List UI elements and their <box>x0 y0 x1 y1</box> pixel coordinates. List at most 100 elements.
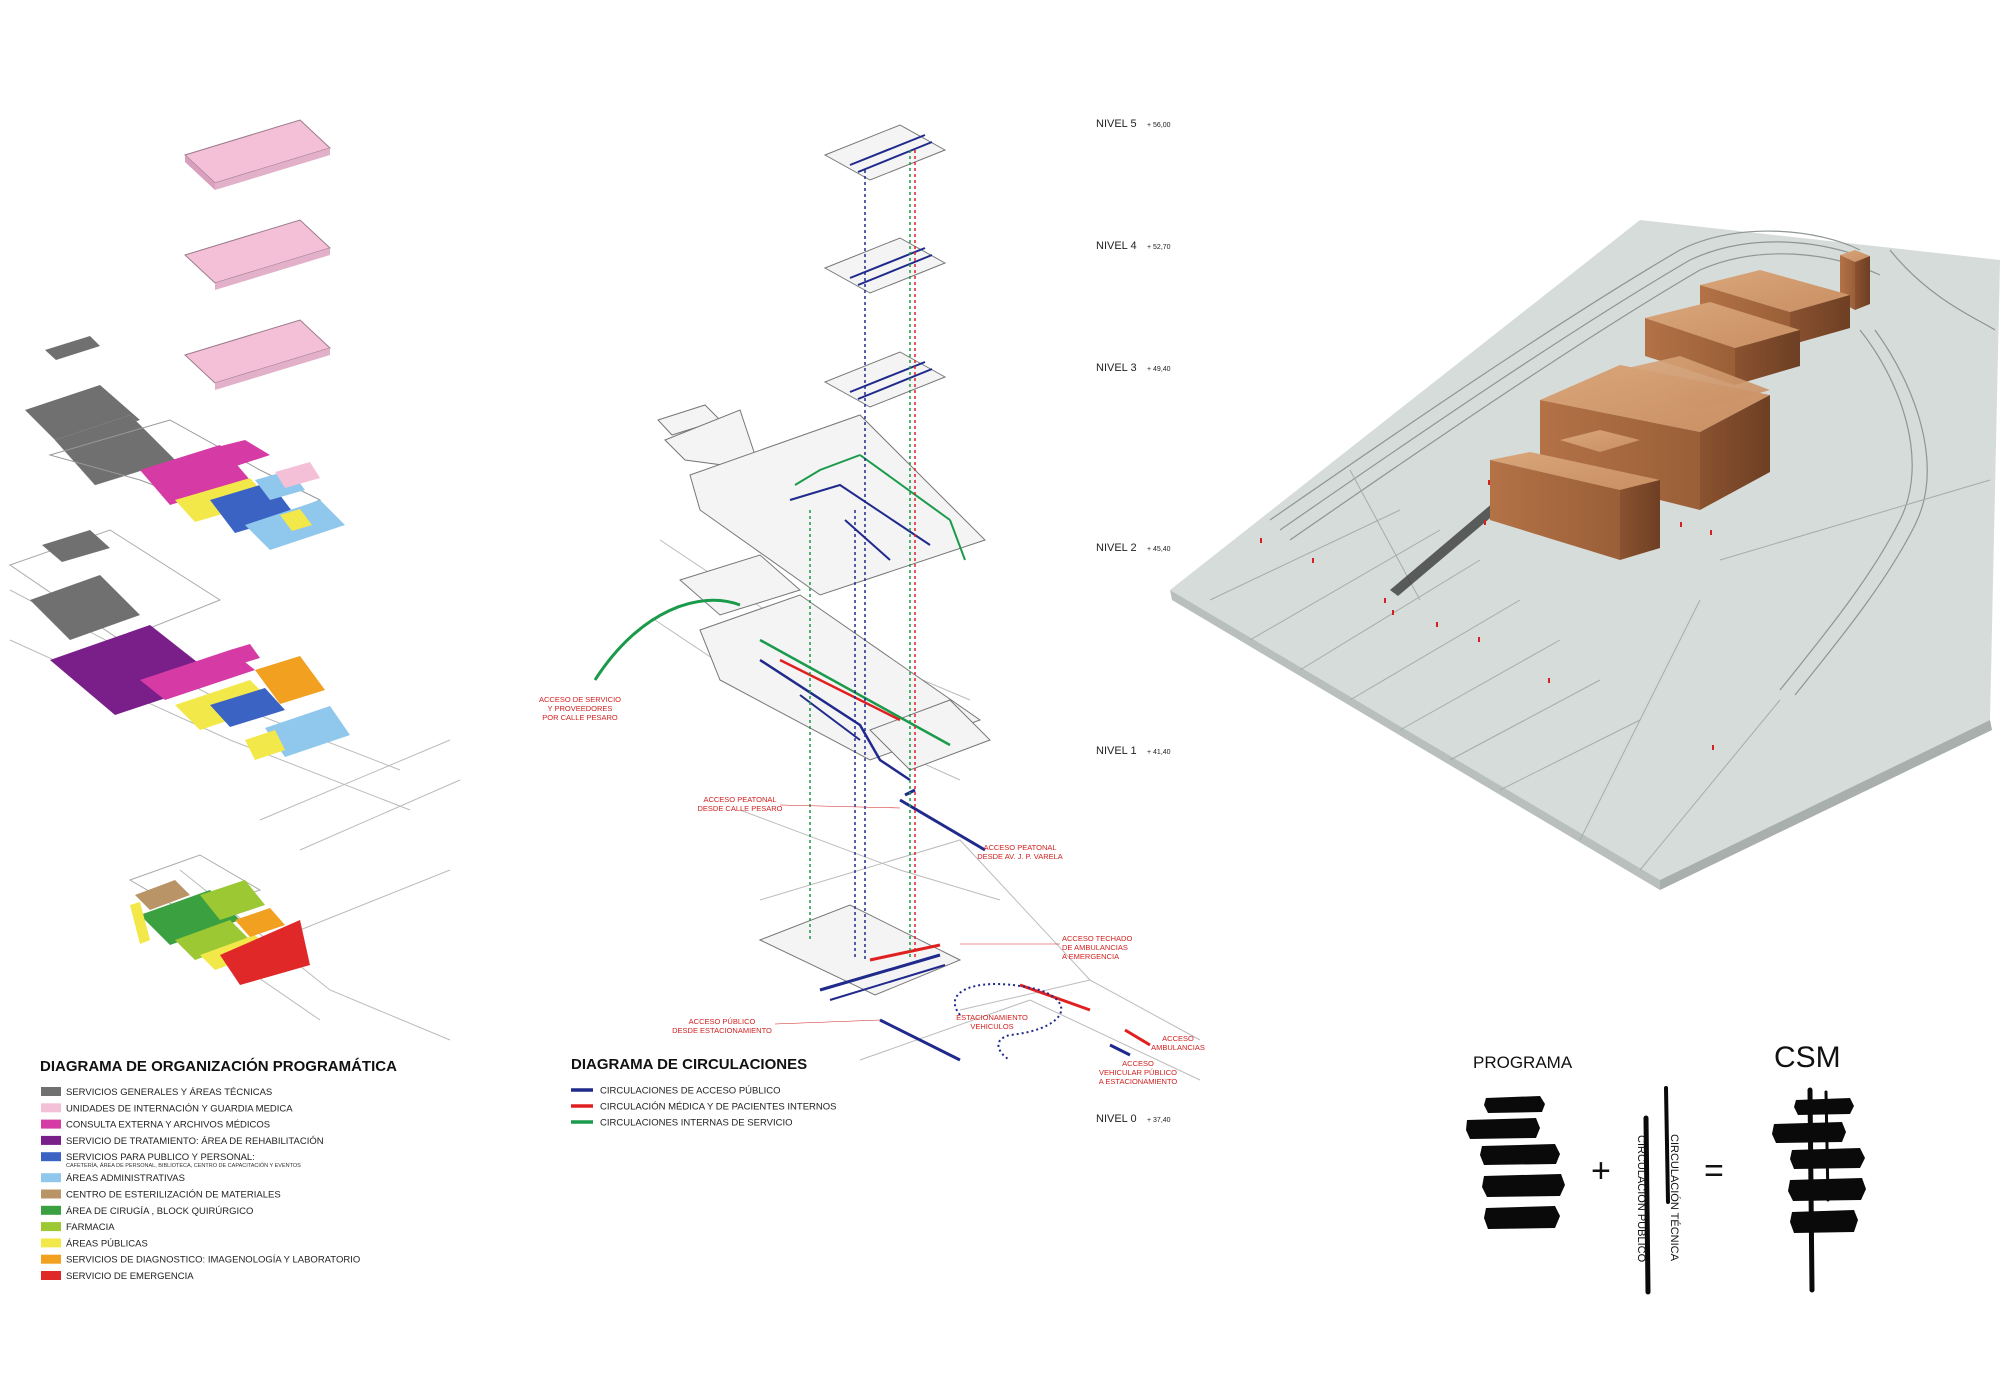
svg-text:ACCESO PEATONAL: ACCESO PEATONAL <box>983 843 1056 852</box>
svg-text:DE AMBULANCIAS: DE AMBULANCIAS <box>1062 943 1128 952</box>
legend-swatch <box>41 1205 61 1215</box>
wood-block-3 <box>1645 302 1800 385</box>
legend-label: ÁREA DE CIRUGÍA , BLOCK QUIRÚRGICO <box>66 1206 253 1217</box>
prog-legend-item: FARMACIA <box>41 1222 115 1233</box>
svg-text:VEHICULOS: VEHICULOS <box>970 1022 1013 1031</box>
floor-plate-5 <box>823 124 947 181</box>
svg-text:A EMERGENCIA: A EMERGENCIA <box>1062 952 1119 961</box>
physical-model-photo <box>1170 220 2000 890</box>
csm-result <box>1772 1098 1866 1233</box>
floor-plate-1 <box>593 554 991 852</box>
svg-text:ACCESO PÚBLICO: ACCESO PÚBLICO <box>689 1017 756 1026</box>
level-label: NIVEL 2 + 45,40 <box>1096 542 1171 554</box>
annot-ambulance: ACCESO AMBULANCIAS <box>1151 1034 1205 1052</box>
legend-label: CIRCULACIÓN MÉDICA Y DE PACIENTES INTERN… <box>600 1102 837 1113</box>
level-label: NIVEL 0 + 37,40 <box>1096 1113 1171 1125</box>
legend-swatch <box>41 1222 61 1232</box>
prog-legend-item: ÁREAS PÚBLICAS <box>41 1238 148 1249</box>
annot-ped-pesaro: ACCESO PEATONAL DESDE CALLE PESARO <box>697 795 901 813</box>
svg-text:POR CALLE PESARO: POR CALLE PESARO <box>542 713 618 722</box>
level-elevation: + 45,40 <box>1147 546 1171 553</box>
level-name: NIVEL 0 <box>1096 1113 1137 1125</box>
pink-floor-4 <box>184 219 331 290</box>
legend-swatch <box>41 1173 61 1183</box>
circ-legend-item: CIRCULACIONES DE ACCESO PÚBLICO <box>571 1086 781 1097</box>
legend-label: ÁREAS PÚBLICAS <box>66 1238 148 1249</box>
equals-sign: = <box>1704 1152 1724 1190</box>
circulation-legend: DIAGRAMA DE CIRCULACIONES CIRCULACIONES … <box>571 1056 837 1129</box>
prog-legend-item: CONSULTA EXTERNA Y ARCHIVOS MÉDICOS <box>41 1119 270 1131</box>
svg-text:ACCESO DE SERVICIO: ACCESO DE SERVICIO <box>539 695 621 704</box>
circulation-lines <box>1643 1086 1670 1295</box>
level-name: NIVEL 1 <box>1096 745 1137 757</box>
prog-legend-item: ÁREA DE CIRUGÍA , BLOCK QUIRÚRGICO <box>41 1205 253 1217</box>
level-label: NIVEL 5+ 56,00 <box>1096 118 1171 130</box>
circ-legend-item: CIRCULACIONES INTERNAS DE SERVICIO <box>571 1118 793 1129</box>
svg-text:Y PROVEEDORES: Y PROVEEDORES <box>548 704 613 713</box>
level-label: NIVEL 1 + 41,40 <box>1096 745 1171 757</box>
circulation-title: DIAGRAMA DE CIRCULACIONES <box>571 1056 807 1073</box>
level-1-program <box>8 529 350 760</box>
legend-swatch <box>41 1087 61 1096</box>
legend-swatch <box>41 1238 61 1248</box>
concept-diagram: PROGRAMA CSM + CIRCULACIÓN TÉCNICA CIRCU… <box>1466 1041 1866 1295</box>
wood-block-front <box>1490 430 1660 560</box>
svg-text:ACCESO: ACCESO <box>1162 1034 1194 1043</box>
level-name: NIVEL 4 <box>1096 240 1137 252</box>
legend-swatch <box>41 1135 61 1145</box>
level-elevation: + 41,40 <box>1147 749 1171 756</box>
svg-text:DESDE AV. J. P. VARELA: DESDE AV. J. P. VARELA <box>977 852 1063 861</box>
circulation-annotations: ACCESO DE SERVICIO Y PROVEEDORES POR CAL… <box>539 695 1205 1086</box>
legend-sublabel: CAFETERÍA, ÁREA DE PERSONAL, BIBLIOTECA,… <box>66 1162 301 1169</box>
svg-text:VEHICULAR PÚBLICO: VEHICULAR PÚBLICO <box>1099 1068 1177 1077</box>
legend-swatch <box>41 1189 61 1199</box>
svg-text:ESTACIONAMIENTO: ESTACIONAMIENTO <box>956 1013 1028 1022</box>
prog-legend-item: CENTRO DE ESTERILIZACIÓN DE MATERIALES <box>41 1189 281 1201</box>
level-name: NIVEL 5 <box>1096 118 1137 130</box>
plus-sign: + <box>1591 1152 1611 1190</box>
prog-legend-item: ÁREAS ADMINISTRATIVAS <box>41 1173 185 1184</box>
legend-label: SERVICIO DE TRATAMIENTO: ÁREA DE REHABIL… <box>66 1136 324 1147</box>
legend-label: SERVICIOS PARA PUBLICO Y PERSONAL: <box>66 1152 255 1163</box>
prog-legend-item: SERVICIOS PARA PUBLICO Y PERSONAL:CAFETE… <box>41 1152 301 1169</box>
svg-text:ACCESO: ACCESO <box>1122 1059 1154 1068</box>
level-name: NIVEL 2 <box>1096 542 1137 554</box>
legend-swatch <box>41 1271 61 1280</box>
legend-swatch <box>41 1119 61 1129</box>
svg-text:DESDE CALLE PESARO: DESDE CALLE PESARO <box>697 804 782 813</box>
floor-plate-4 <box>823 237 947 294</box>
programmatic-axonometric <box>8 119 461 1041</box>
prog-legend-item: SERVICIOS GENERALES Y ÁREAS TÉCNICAS <box>41 1087 272 1098</box>
legend-label: CIRCULACIONES INTERNAS DE SERVICIO <box>600 1118 793 1129</box>
level-0-program <box>128 854 310 985</box>
circ-tecnica-label: CIRCULACIÓN TÉCNICA <box>1668 1134 1681 1262</box>
programa-bars <box>1466 1096 1565 1229</box>
floor-plate-0 <box>758 904 1151 1062</box>
annot-ambulance-roof: ACCESO TECHADO DE AMBULANCIAS A EMERGENC… <box>960 934 1132 961</box>
circ-legend-item: CIRCULACIÓN MÉDICA Y DE PACIENTES INTERN… <box>571 1102 837 1113</box>
pink-floor-3 <box>184 319 331 390</box>
legend-swatch <box>41 1254 61 1264</box>
legend-label: CONSULTA EXTERNA Y ARCHIVOS MÉDICOS <box>66 1120 270 1131</box>
programmatic-title: DIAGRAMA DE ORGANIZACIÓN PROGRAMÁTICA <box>40 1057 397 1075</box>
level-label: NIVEL 3+ 49,40 <box>1096 362 1171 374</box>
level-elevation: + 49,40 <box>1147 366 1171 373</box>
legend-label: ÁREAS ADMINISTRATIVAS <box>66 1173 185 1184</box>
model-base-top <box>1170 220 2000 880</box>
pink-floor-5 <box>184 119 331 190</box>
prog-legend-item: SERVICIO DE TRATAMIENTO: ÁREA DE REHABIL… <box>41 1135 324 1147</box>
annot-parking: ESTACIONAMIENTO VEHICULOS <box>956 1013 1028 1031</box>
svg-text:DESDE ESTACIONAMIENTO: DESDE ESTACIONAMIENTO <box>672 1026 772 1035</box>
legend-label: SERVICIOS GENERALES Y ÁREAS TÉCNICAS <box>66 1087 272 1098</box>
annot-service-access: ACCESO DE SERVICIO Y PROVEEDORES POR CAL… <box>539 695 621 722</box>
level-label: NIVEL 4+ 52,70 <box>1096 240 1171 252</box>
legend-swatch <box>41 1103 61 1113</box>
prog-legend-item: UNIDADES DE INTERNACIÓN Y GUARDIA MEDICA <box>41 1103 293 1114</box>
svg-text:A ESTACIONAMIENTO: A ESTACIONAMIENTO <box>1099 1077 1178 1086</box>
svg-text:ACCESO TECHADO: ACCESO TECHADO <box>1062 934 1132 943</box>
concept-csm-label: CSM <box>1774 1041 1841 1074</box>
level-elevation: + 37,40 <box>1147 1117 1171 1124</box>
annot-ped-varela: ACCESO PEATONAL DESDE AV. J. P. VARELA <box>977 843 1063 861</box>
